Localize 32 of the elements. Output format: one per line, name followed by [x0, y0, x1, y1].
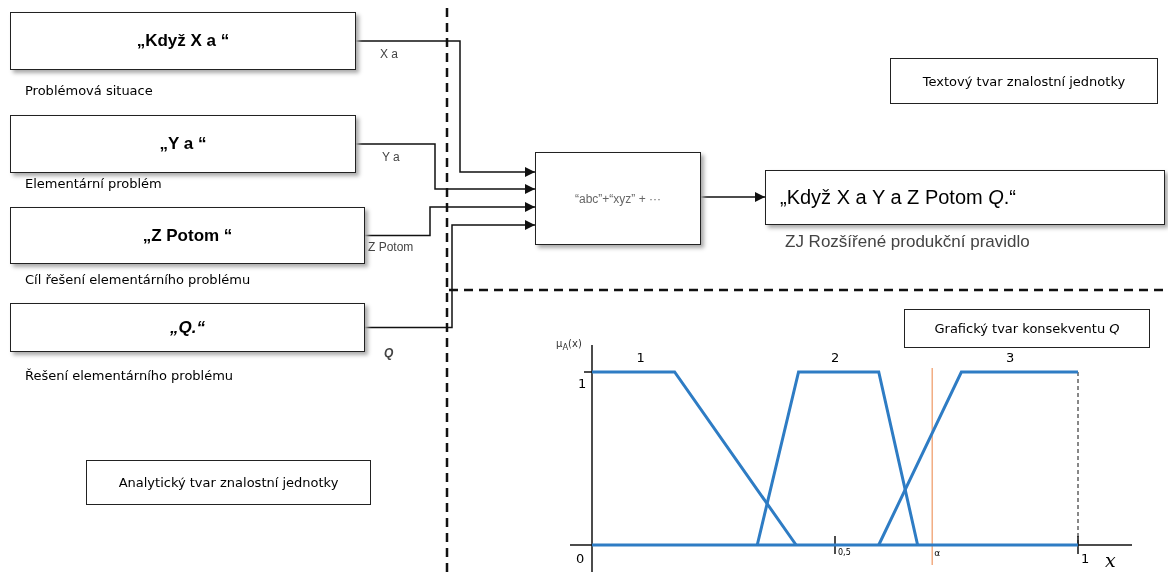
node-caption: Problémová situace: [25, 83, 153, 98]
axis-title: μ$_{A}$(x): [556, 338, 582, 352]
curve-label: 1: [636, 350, 645, 365]
tick-label: α: [934, 548, 941, 558]
axis-title: x: [1105, 549, 1116, 571]
edge-label: X a: [380, 47, 398, 61]
note-box: Analytický tvar znalostní jednotky: [86, 460, 371, 505]
note-box: Grafický tvar konsekventu Q: [904, 309, 1150, 348]
note-box: Textový tvar znalostní jednotky: [890, 58, 1158, 104]
process-box: „Y a “: [10, 115, 356, 173]
tick-label: 0: [576, 551, 585, 566]
node-caption: Řešení elementárního problému: [25, 368, 234, 383]
arrow: [355, 40, 536, 177]
edge-label: Q: [384, 346, 394, 360]
node-caption: ZJ Rozšířené produkční pravidlo: [785, 232, 1030, 252]
process-box: „Když X a “: [10, 12, 356, 70]
node-caption: Elementární problém: [25, 176, 162, 191]
arrow: [355, 143, 536, 194]
edge-label: Y a: [382, 150, 400, 164]
arrow: [364, 202, 536, 237]
arrow: [364, 220, 536, 329]
arrow: [700, 192, 766, 202]
tick-label: 1: [578, 376, 587, 391]
node-caption: Cíl řešení elementárního problému: [25, 272, 251, 287]
concatenation-block: “abc”+“xyz” + ···: [535, 152, 701, 245]
curve-label: 3: [1005, 350, 1015, 365]
process-box: „Z Potom “: [10, 207, 365, 264]
edge-label: Z Potom: [368, 240, 414, 254]
tick-label: 1: [1081, 551, 1090, 566]
process-box: „Q.“: [10, 303, 365, 352]
tick-label: 0,5: [838, 548, 851, 557]
curve-label: 2: [831, 350, 840, 365]
